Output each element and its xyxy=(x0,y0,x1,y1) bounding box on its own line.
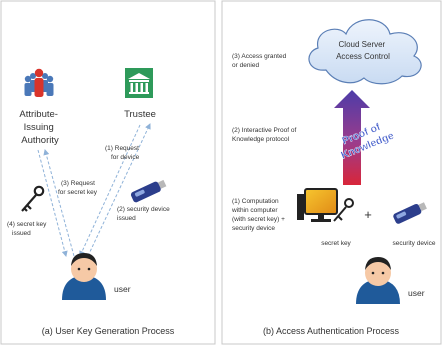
arrow-request-key xyxy=(43,149,75,257)
plus-sign: + xyxy=(364,207,372,222)
right-user-label: user xyxy=(408,288,425,298)
left-flow-arrows xyxy=(37,123,151,257)
right-step1-label: (1) Computation within computer (with se… xyxy=(231,198,287,232)
trustee-icon xyxy=(125,68,153,98)
cloud-label: Cloud Server Access Control xyxy=(336,40,390,61)
left-step3-label: (3) Request for secret key xyxy=(58,180,98,196)
computer-icon xyxy=(297,188,338,222)
left-caption: (a) User Key Generation Process xyxy=(42,326,175,336)
proof-of-knowledge-arrow xyxy=(334,90,370,185)
right-caption: (b) Access Authentication Process xyxy=(263,326,400,336)
right-panel-frame xyxy=(221,0,442,345)
left-step1-label: (1) Request for device xyxy=(105,145,141,161)
right-step2-label: (2) Interactive Proof of Knowledge proto… xyxy=(232,127,298,143)
arrow-key-issued xyxy=(37,149,68,257)
right-security-device-icon xyxy=(393,202,427,224)
right-step3-label: (3) Access granted or denied xyxy=(232,53,288,69)
left-step2-label: (2) security device issued xyxy=(117,206,172,222)
authority-icon xyxy=(24,68,54,97)
left-step4-label: (4) secret key issued xyxy=(7,221,48,237)
trustee-label: Trustee xyxy=(124,109,156,120)
authority-label: Attribute- Issuing Authority xyxy=(19,109,60,146)
secret-key-label: secret key xyxy=(321,240,351,247)
security-device-icon xyxy=(130,179,167,203)
arrow-device-issued xyxy=(79,124,141,257)
right-user-icon xyxy=(356,257,400,304)
arrow-request-device xyxy=(87,123,151,257)
user-icon xyxy=(62,253,106,300)
left-panel-frame xyxy=(0,0,216,345)
left-user-label: user xyxy=(114,284,131,294)
security-device-label: security device xyxy=(393,240,436,247)
secret-key-icon xyxy=(333,198,354,222)
key-icon xyxy=(21,185,45,212)
cloud-icon xyxy=(308,19,422,85)
